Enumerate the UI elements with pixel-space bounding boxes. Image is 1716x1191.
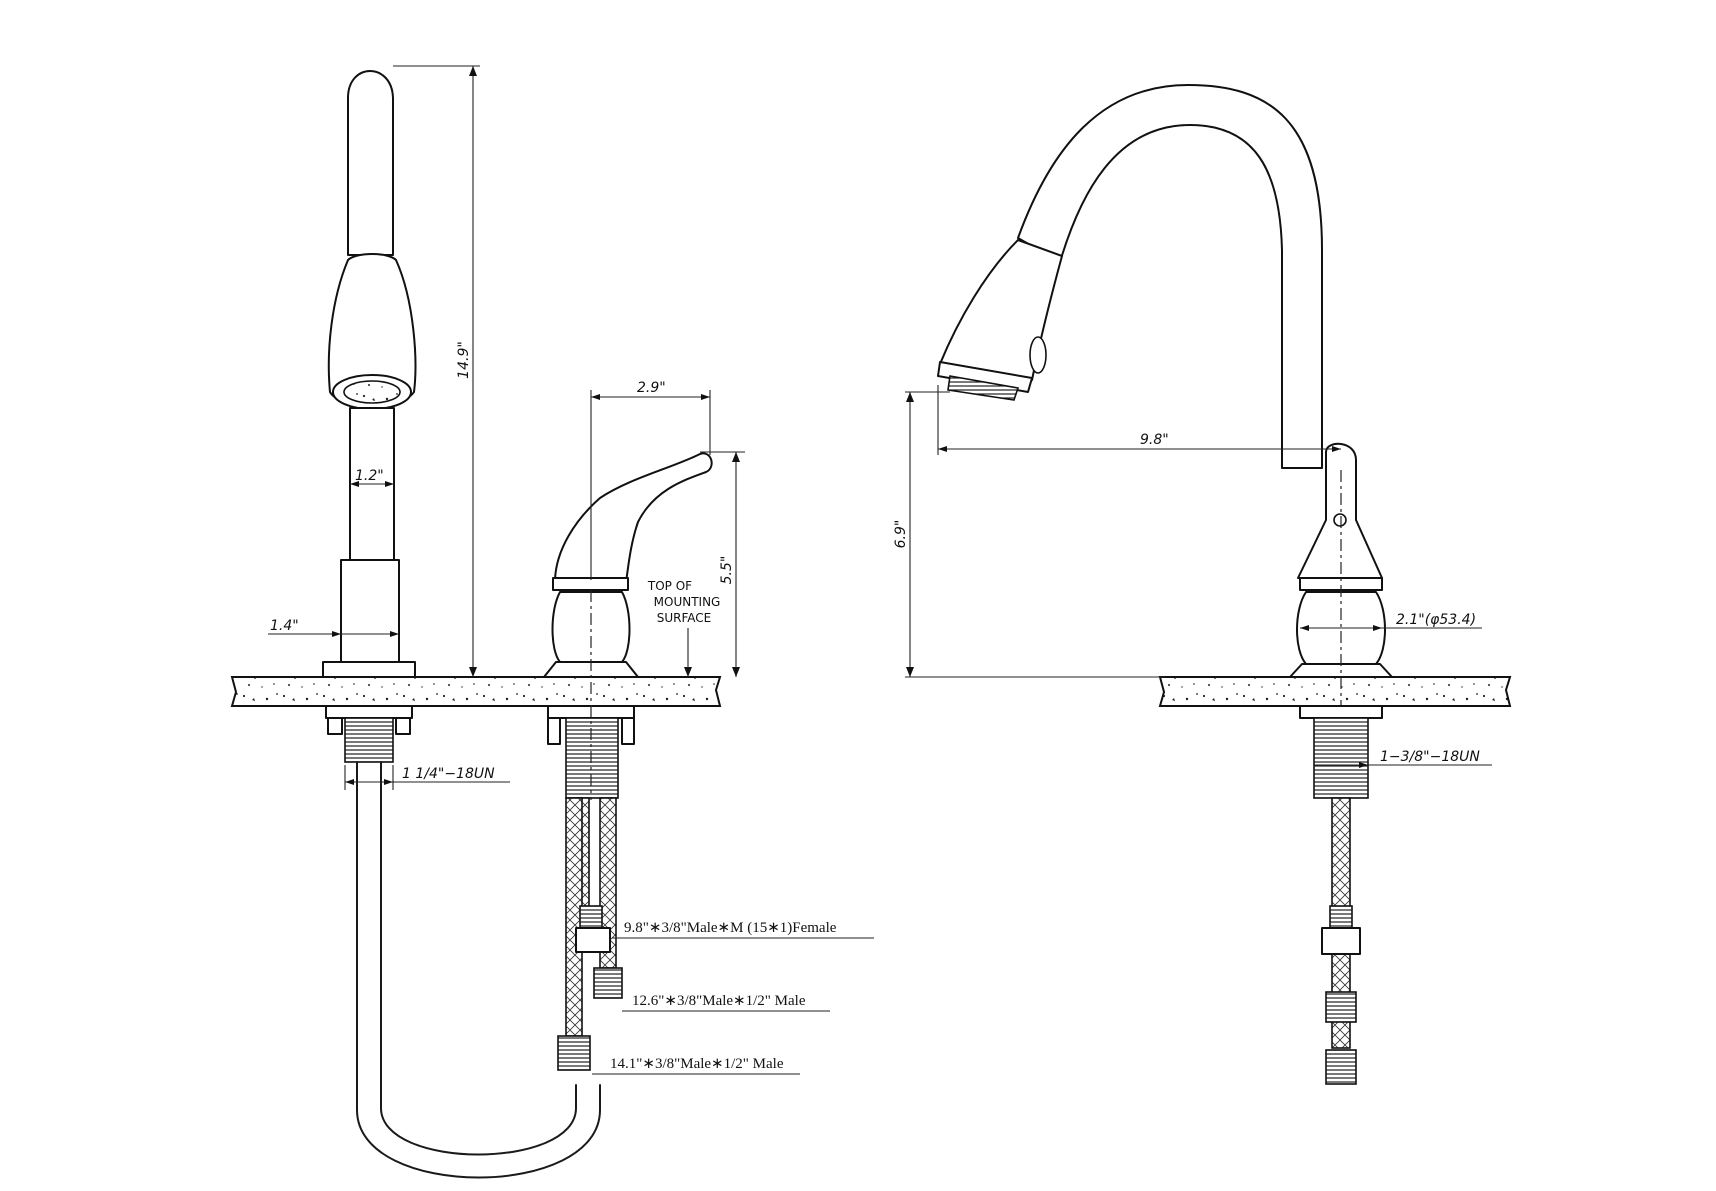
dim-sprayer-base: 1.4": [268, 618, 399, 637]
gooseneck-spout: [1017, 84, 1323, 469]
handle-height-label: 5.5": [719, 556, 735, 585]
spray-head-nozzle: [947, 375, 1020, 401]
dim-handle-height: 5.5": [700, 451, 745, 677]
right-view: 9.8" 6.9" 2.1"(φ53.4) 1−3/8"−18UN: [893, 84, 1512, 1085]
spout-reach-label: 9.8": [1140, 432, 1169, 448]
sprayer-threaded-shank: [344, 717, 394, 763]
hose-spec-callouts: 9.8"∗3/8"Male∗M (15∗1)Female 12.6"∗3/8"M…: [592, 920, 874, 1075]
sprayer-wand-top: [347, 70, 394, 256]
right-washer: [1299, 705, 1383, 719]
sprayer-base-flange: [322, 661, 416, 678]
hose-coupler-short-hex: [575, 927, 611, 953]
right-hose-nut-upper: [1325, 991, 1357, 1023]
spray-head-face: [937, 361, 1033, 393]
dim-sprayer-neck: 1.2": [350, 468, 394, 487]
sprayer-base-label: 1.4": [270, 618, 299, 634]
left-view: 14.9" 1.2" 1.4" 1 1/4"−18UN: [230, 65, 874, 1179]
hose-coupler-short: [579, 905, 603, 929]
valve-body: [543, 452, 713, 1071]
dim-base-diameter: 2.1"(φ53.4): [1300, 612, 1482, 631]
dim-spout-height: 6.9": [893, 391, 1165, 678]
sprayer-collar: [340, 559, 400, 663]
sprayer-nozzle-holes: [343, 380, 401, 404]
right-threaded-shank: [1313, 717, 1369, 799]
lever-handle: [554, 452, 713, 583]
hose-spec-1: 9.8"∗3/8"Male∗M (15∗1)Female: [624, 920, 837, 936]
dim-overall-height: 14.9": [393, 65, 480, 677]
dim-spout-reach: 9.8": [937, 385, 1341, 455]
handle-indicator-dot: [1333, 513, 1347, 527]
hose-spec-3: 14.1"∗3/8"Male∗1/2" Male: [610, 1056, 784, 1072]
sprayer-head: [327, 253, 417, 407]
mounting-note-line-1: TOP OF: [647, 579, 692, 593]
countertop-left: [230, 676, 722, 707]
height-label: 14.9": [456, 341, 472, 379]
hose-spec-2: 12.6"∗3/8"Male∗1/2" Male: [632, 993, 806, 1009]
valve-bolt-right: [621, 717, 635, 745]
valve-threaded-shank: [565, 717, 619, 799]
countertop-right: [1158, 676, 1512, 707]
hose-end-nut-long: [557, 1035, 591, 1071]
spout-height-label: 6.9": [893, 520, 909, 549]
base-diameter-label: 2.1"(φ53.4): [1396, 612, 1476, 628]
sprayer-washer: [325, 705, 413, 719]
right-hose-coupler-hex: [1321, 927, 1361, 955]
hose-end-nut-medium: [593, 967, 623, 999]
valve-bulb: [551, 591, 631, 663]
spray-head-button: [1029, 336, 1047, 374]
sprayer-pull-out-hose: [356, 761, 601, 1179]
sprayer-lock-bolt-left: [327, 717, 343, 735]
mounting-note-line-2: MOUNTING: [654, 595, 721, 609]
right-hose-nut-lower: [1325, 1049, 1357, 1085]
mounting-note-line-3: SURFACE: [657, 611, 712, 625]
right-hose-coupler: [1329, 905, 1353, 929]
handle-reach-label: 2.9": [637, 380, 666, 396]
right-thread-label: 1−3/8"−18UN: [1380, 749, 1480, 765]
dim-handle-reach: 2.9": [590, 380, 711, 580]
dim-right-thread: 1−3/8"−18UN: [1314, 749, 1492, 772]
sprayer-lock-bolt-right: [395, 717, 411, 735]
valve-bolt-left: [547, 717, 561, 745]
sprayer-thread-label: 1 1/4"−18UN: [402, 766, 495, 782]
sprayer-neck-label: 1.2": [355, 468, 384, 484]
mounting-surface-note: TOP OF MOUNTING SURFACE: [647, 579, 720, 677]
dim-sprayer-thread: 1 1/4"−18UN: [344, 765, 510, 790]
